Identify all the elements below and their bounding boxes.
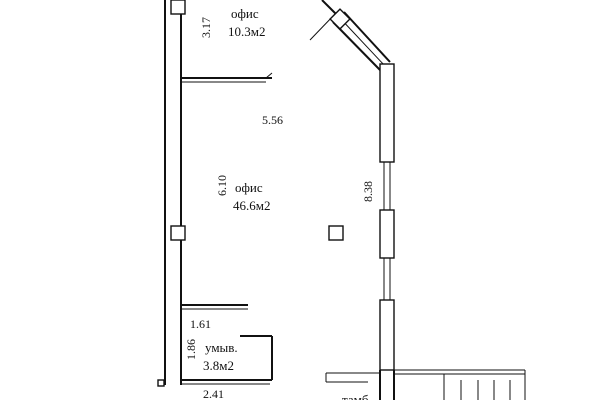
room-name-office-large: офис	[235, 180, 263, 195]
left-wall	[164, 0, 182, 385]
angled-wall	[309, 0, 391, 71]
vestibule	[325, 372, 380, 383]
column-top	[170, 0, 186, 15]
vestibule-label: тамб	[342, 392, 369, 400]
column-middle	[170, 225, 186, 241]
partition-top	[181, 72, 273, 83]
dimension-3-17: 3.17	[199, 17, 213, 38]
room-name-office-small: офис	[231, 6, 259, 21]
dimension-8-38: 8.38	[361, 181, 375, 202]
partition-washroom-top	[181, 304, 248, 310]
right-wall	[379, 63, 395, 400]
room-name-washroom: умыв.	[205, 340, 238, 355]
door-marker	[157, 379, 165, 387]
room-area-office-large: 46.6м2	[233, 198, 270, 213]
room-area-washroom: 3.8м2	[203, 358, 234, 373]
column-angled	[329, 8, 351, 30]
dimension-5-56: 5.56	[262, 113, 283, 127]
washroom-walls	[181, 335, 273, 385]
room-area-office-small: 10.3м2	[228, 24, 265, 39]
column-free	[328, 225, 344, 241]
dimension-1-86: 1.86	[184, 339, 198, 360]
dimension-2-41: 2.41	[203, 387, 224, 400]
dimension-1-61: 1.61	[190, 317, 211, 331]
stairs	[394, 369, 526, 400]
dimension-6-10: 6.10	[215, 175, 229, 196]
